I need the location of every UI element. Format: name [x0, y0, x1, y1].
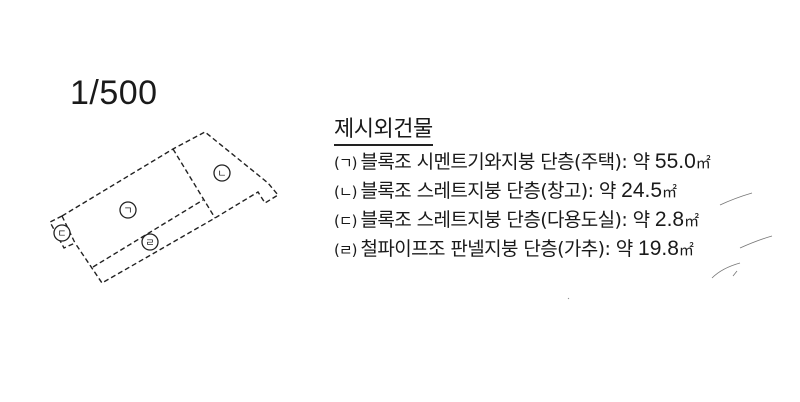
scale-label: 1/500	[70, 74, 158, 112]
divider-a-d	[92, 199, 204, 268]
legend-item: (ㄹ)철파이프조 판넬지붕 단층(가추): 약 19.8㎡	[334, 235, 710, 264]
legend-item: (ㄴ)블록조 스레트지붕 단층(창고): 약 24.5㎡	[334, 177, 710, 206]
divider-a-b	[172, 148, 216, 219]
legend-unit: ㎡	[662, 183, 677, 201]
legend-marker: (ㄹ)	[334, 241, 357, 259]
legend-description: 블록조 스레트지붕 단층(창고): 약	[360, 180, 617, 202]
label-circle-d	[141, 233, 159, 251]
legend-area: 24.5	[621, 179, 663, 202]
legend-area: 19.8	[638, 237, 679, 260]
label-circle-a	[119, 201, 137, 219]
legend-item: (ㄱ)블록조 시멘트기와지붕 단층(주택): 약 55.0㎡	[334, 148, 711, 177]
legend-unit: ㎡	[684, 212, 699, 230]
legend-unit: ㎡	[678, 241, 694, 259]
legend-item: (ㄷ)블록조 스레트지붕 단층(다용도실): 약 2.8㎡	[334, 206, 710, 235]
label-d: ㄹ	[145, 238, 154, 249]
legend-area: 55.0	[654, 150, 696, 173]
label-b: ㄴ	[217, 169, 226, 180]
legend-area: 2.8	[654, 208, 685, 231]
legend-description: 블록조 시멘트기와지붕 단층(주택): 약	[360, 151, 651, 173]
building-outline	[61, 131, 280, 284]
legend-description: 블록조 스레트지붕 단층(다용도실): 약	[360, 209, 651, 231]
legend-marker: (ㄷ)	[334, 212, 357, 230]
label-circle-b	[213, 164, 231, 182]
legend-unit: ㎡	[695, 154, 711, 172]
legend-marker: (ㄴ)	[334, 183, 357, 201]
label-a: ㄱ	[123, 206, 132, 217]
legend-marker: (ㄱ)	[334, 154, 357, 172]
legend-description: 철파이프조 판넬지붕 단층(가추): 약	[360, 238, 634, 260]
legend-title: 제시외건물	[334, 116, 433, 146]
legend: 제시외건물 (ㄱ)블록조 시멘트기와지붕 단층(주택): 약 55.0㎡ (ㄴ)…	[334, 116, 711, 264]
label-circle-c	[53, 224, 71, 242]
label-c: ㄷ	[57, 229, 66, 240]
